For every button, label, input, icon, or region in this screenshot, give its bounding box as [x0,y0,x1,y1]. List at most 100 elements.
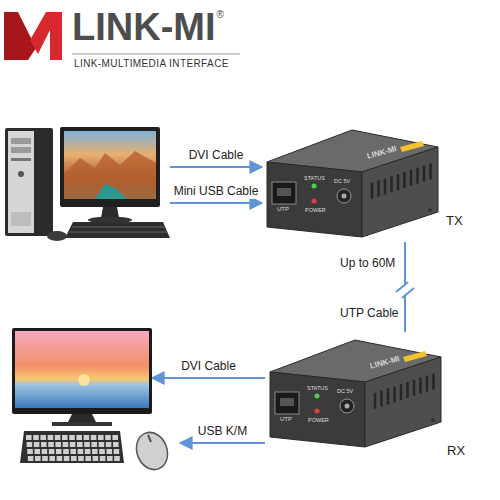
monitor-screen [15,331,149,408]
key [27,442,33,447]
transmitter-box: LINK-MIUTPSTATUSPOWERDC 5VTX [262,122,442,242]
rj45-contacts [277,188,291,196]
dc-jack [337,189,351,203]
device-illustration [20,425,180,473]
vent-slot [403,172,406,188]
cable-arrow [170,202,262,204]
monitor-frame [60,127,160,207]
key [91,442,97,447]
led-label: STATUS [307,385,328,391]
screw [428,208,432,212]
key [70,442,76,447]
vent-slot [432,373,435,389]
port-label: UTP [280,416,292,423]
status-led [312,184,317,189]
brand-tagline: LINK-MULTIMEDIA INTERFACE [74,58,229,70]
source-computer [5,122,170,242]
power-input-label: DC 5V [337,388,353,394]
vent-slot [410,170,413,186]
key-row [72,227,165,228]
key [49,449,55,454]
vent-slot [371,183,374,199]
monitor-neck [68,414,96,422]
port-label: UTP [277,206,289,213]
box-front-face [267,162,362,237]
tower-front [8,131,34,233]
device-illustration [5,122,170,242]
break-slash [402,288,414,298]
led-label: STATUS [304,175,325,181]
unit-label: TX [446,214,463,229]
rj45-port [275,392,299,414]
cable-arrow [152,377,265,379]
drive-slot [11,158,31,161]
vent-slot [400,384,403,400]
key [49,456,55,461]
box-side-face [362,147,438,237]
vent-slot [423,166,426,182]
key [35,456,41,461]
key [42,449,48,454]
key [92,449,98,454]
mouse [47,231,67,241]
logo-left-stroke [4,12,36,60]
key [69,435,75,440]
vent-slot [419,378,422,394]
key [84,435,90,440]
key [76,435,82,440]
power-led [315,409,320,414]
key [71,456,77,461]
break-slash [396,282,408,292]
key-row [70,232,167,233]
led-label: POWER [305,207,326,213]
key [48,442,54,447]
tower-case [5,128,53,236]
key [56,449,62,454]
key [55,435,61,440]
dc-jack-pin [345,404,350,409]
key [78,449,84,454]
cable-type: UTP Cable [340,307,398,321]
key [55,442,61,447]
key [27,449,33,454]
dc-jack [340,399,354,413]
cable-label: Up to 60M [338,257,397,271]
drive-bay [11,147,31,153]
keyboard [65,222,170,238]
yellow-sticker [403,351,427,362]
dc-jack-pin [342,194,347,199]
vent-slot [426,376,429,392]
key [63,442,69,447]
led-label: POWER [308,417,329,423]
key [99,449,105,454]
key [100,456,106,461]
key [40,435,46,440]
box-side-face [365,357,441,447]
mouse [131,428,172,474]
vent-slot [393,386,396,402]
key [99,442,105,447]
key [113,442,119,447]
canyon-river [95,184,127,199]
cable-arrow [170,166,262,168]
key [64,456,70,461]
receiver-box: LINK-MIUTPSTATUSPOWERDC 5VRX [265,332,445,457]
key [48,435,54,440]
power-led [312,199,317,204]
cable-label: Mini USB Cable [172,185,261,199]
monitor-screen [64,131,156,199]
key [78,456,84,461]
cable-break-mark [396,282,414,298]
key [114,449,120,454]
key [112,435,118,440]
vent-slot [384,178,387,194]
cable-label: USB K/M [196,425,249,439]
vent-slot [397,174,400,190]
status-led [315,394,320,399]
key [41,442,47,447]
key [62,435,68,440]
vent-slot [380,391,383,407]
box-front-face [270,372,365,447]
